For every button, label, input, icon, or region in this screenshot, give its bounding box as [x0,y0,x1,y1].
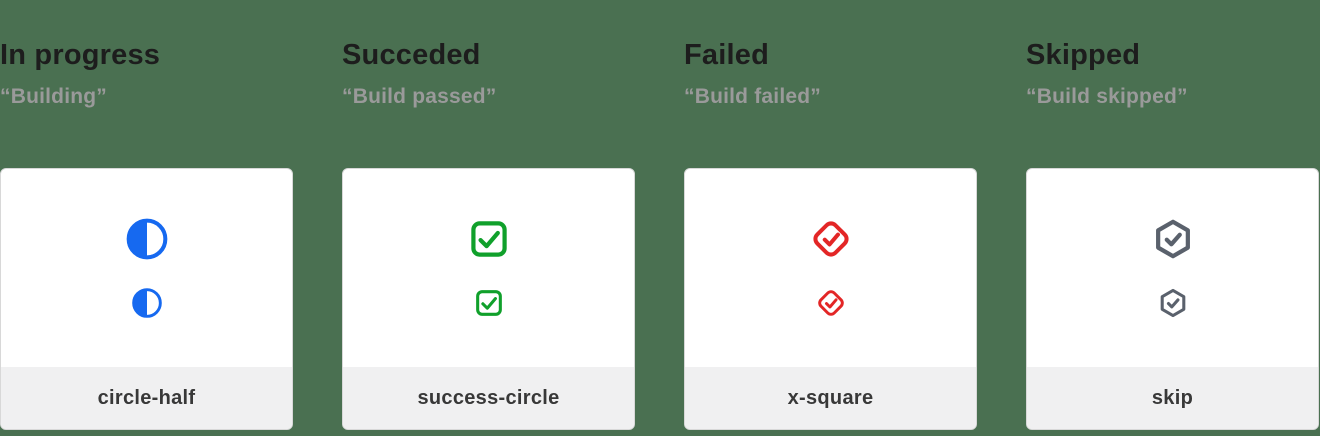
status-column-skipped: Skipped “Build skipped” skip [1026,0,1319,436]
icon-preview-area [1,169,292,367]
check-hexagon-icon-large [1155,219,1190,259]
status-column-succeded: Succeded “Build passed” success-circle [342,0,635,436]
icon-card-footer: circle-half [1,367,292,429]
status-title: Skipped [1026,39,1141,71]
icon-name-label: success-circle [417,386,560,409]
icon-card-footer: skip [1027,367,1318,429]
status-title: Succeded [342,39,481,71]
icon-preview-area [343,169,634,367]
status-quote: “Build passed” [342,85,497,108]
check-diamond-icon-large [812,221,849,257]
status-quote: “Building” [0,85,107,108]
status-title: In progress [0,39,161,71]
icon-card-skip: skip [1026,168,1319,430]
status-column-failed: Failed “Build failed” x-square [684,0,977,436]
icon-name-label: skip [1151,386,1194,409]
icon-card-x-square: x-square [684,168,977,430]
check-diamond-icon-small [817,290,844,316]
icon-preview-area [685,169,976,367]
icon-preview-area [1027,169,1318,367]
check-hexagon-icon-small [1160,288,1185,318]
icon-card-footer: x-square [685,367,976,429]
status-column-in-progress: In progress “Building” circle-half [0,0,293,436]
icon-card-circle-half: circle-half [0,168,293,430]
check-square-icon-small [475,290,502,316]
status-quote: “Build failed” [684,85,821,108]
status-quote: “Build skipped” [1026,85,1188,108]
icon-name-label: x-square [787,386,874,409]
circle-half-icon-large [126,218,167,260]
check-square-icon-large [470,221,507,257]
icon-card-success-circle: success-circle [342,168,635,430]
status-title: Failed [684,39,769,71]
circle-half-icon-small [131,288,162,318]
icon-card-footer: success-circle [343,367,634,429]
icon-name-label: circle-half [97,386,196,409]
